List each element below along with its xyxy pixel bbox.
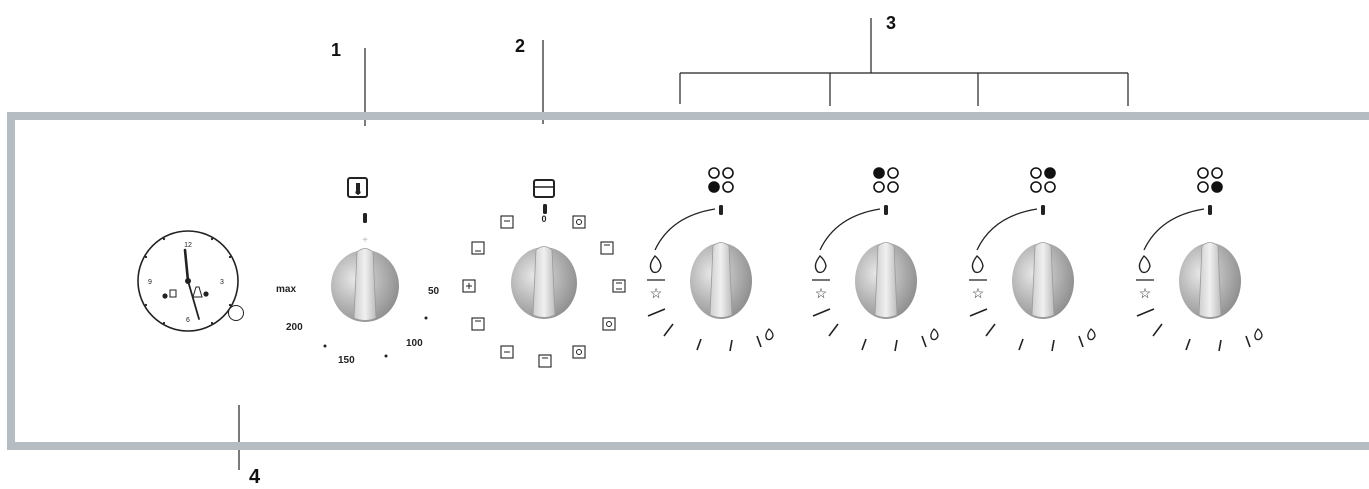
burner-knob[interactable]	[690, 242, 752, 320]
callout-1-label: 1	[331, 40, 342, 60]
function-icon-fan-oven	[572, 345, 586, 359]
burner-control-4: ☆	[1136, 167, 1263, 352]
thermostat-label-max: max	[276, 284, 296, 295]
clock-numeral-9: 9	[148, 279, 152, 286]
clock-hour-hand	[183, 248, 190, 283]
burner-controls: ☆ ☆ ☆ ☆	[647, 167, 1263, 352]
scale-tick	[1051, 339, 1055, 352]
function-icon-fan-defrost	[572, 215, 586, 229]
small-flame-icon	[1087, 328, 1096, 341]
burner-arc	[819, 208, 881, 251]
thermostat-label-100: 100	[406, 338, 423, 349]
thermometer-glyph	[355, 183, 361, 195]
flame-icon	[814, 255, 827, 274]
burner-control-3: ☆	[969, 167, 1096, 352]
burner-arc	[654, 208, 716, 251]
small-flame-icon	[930, 328, 939, 341]
scale-tick	[1136, 308, 1155, 317]
burner-knob[interactable]	[1012, 242, 1074, 320]
scale-tick	[894, 339, 898, 352]
callout-2-label: 2	[515, 36, 526, 56]
thermostat-label-50: 50	[428, 286, 440, 297]
small-flame-icon	[765, 328, 774, 341]
scale-tick	[663, 323, 674, 337]
burner-knob[interactable]	[855, 242, 917, 320]
function-icon-light	[538, 354, 552, 368]
burner-position-icon	[1197, 167, 1223, 193]
scale-tick	[828, 323, 839, 337]
burner-knob[interactable]	[1179, 242, 1241, 320]
clock-setting-knob[interactable]	[228, 305, 244, 321]
burner-position-icon	[873, 167, 899, 193]
callout-4-label: 4	[249, 466, 261, 488]
scale-tick	[647, 308, 666, 317]
thermostat-label-150: 150	[338, 355, 355, 366]
bell-icon	[192, 286, 203, 298]
burner-control-2: ☆	[812, 167, 939, 352]
ignition-icon: ☆	[1139, 285, 1152, 301]
clock-timer: 12 3 6 9	[137, 230, 244, 332]
oven-icon	[533, 179, 555, 198]
svg-text:+: +	[362, 235, 368, 246]
function-icon-fan	[602, 317, 616, 331]
flame-icon	[1138, 255, 1151, 274]
burner-indicator	[1041, 205, 1045, 215]
clock-numeral-3: 3	[220, 279, 224, 286]
function-icon-grill	[500, 215, 514, 229]
thermostat-indicator	[363, 213, 367, 223]
scale-tick	[1078, 335, 1084, 348]
scale-tick	[969, 308, 988, 317]
function-icon-fan-grill	[471, 317, 485, 331]
burner-arc	[976, 208, 1038, 251]
function-icon-bottom-heat	[471, 241, 485, 255]
thermostat-knob[interactable]	[331, 248, 399, 323]
function-indicator	[543, 204, 547, 214]
ignition-icon: ☆	[815, 285, 828, 301]
clock-minute-hand	[187, 280, 200, 320]
clock-dot-right	[203, 291, 209, 297]
scale-tick	[756, 335, 762, 348]
clock-ticks	[144, 237, 232, 325]
clock-dot-left	[162, 293, 168, 299]
clock-numeral-12: 12	[184, 242, 192, 249]
burner-indicator	[884, 205, 888, 215]
scale-tick	[985, 323, 996, 337]
flame-icon	[971, 255, 984, 274]
function-selector-dial: 0	[462, 179, 626, 368]
scale-tick	[1152, 323, 1163, 337]
function-selector-knob[interactable]	[511, 246, 577, 320]
thermostat-dial: + max 200 150 100 50	[276, 177, 440, 366]
scale-tick	[1245, 335, 1251, 348]
callout-lines	[238, 18, 1129, 470]
scale-tick	[861, 338, 867, 351]
flame-icon	[649, 255, 662, 274]
scale-tick	[1018, 338, 1024, 351]
function-icon-conventional	[612, 279, 626, 293]
callout-3-label: 3	[886, 13, 897, 33]
ignition-icon: ☆	[972, 285, 985, 301]
burner-indicator	[719, 205, 723, 215]
scale-tick	[1218, 339, 1222, 352]
timer-icon	[169, 289, 177, 298]
burner-position-icon	[708, 167, 734, 193]
function-icon-top-heat	[600, 241, 614, 255]
thermostat-label-200: 200	[286, 322, 303, 333]
burner-indicator	[1208, 205, 1212, 215]
panel-frame	[7, 112, 1369, 450]
scale-tick	[1185, 338, 1191, 351]
burner-position-icon	[1030, 167, 1056, 193]
scale-tick	[696, 338, 702, 351]
function-label-zero: 0	[541, 214, 546, 224]
small-flame-icon	[1254, 328, 1263, 341]
scale-tick	[812, 308, 831, 317]
burner-arc	[1143, 208, 1205, 251]
clock-numeral-6: 6	[186, 317, 190, 324]
ignition-icon: ☆	[650, 285, 663, 301]
scale-tick	[729, 339, 733, 352]
scale-tick	[921, 335, 927, 348]
burner-control-1: ☆	[647, 167, 774, 352]
